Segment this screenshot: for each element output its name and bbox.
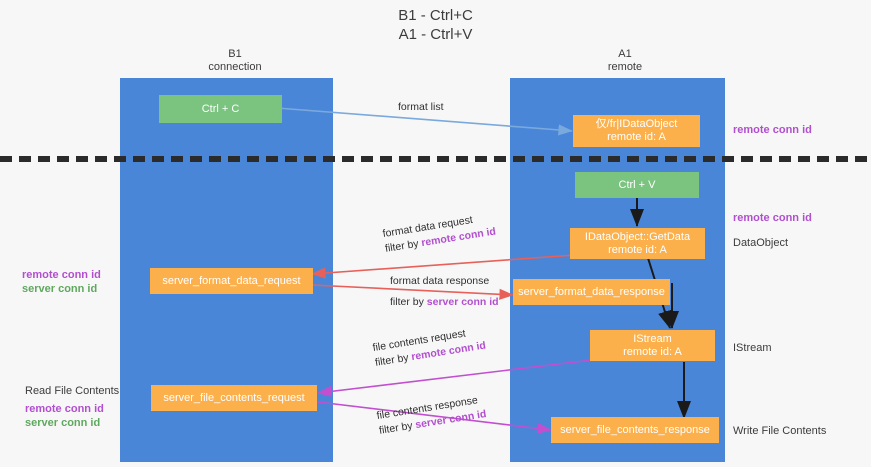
annotation-right-remote-conn-id-top: remote conn id [733, 124, 812, 136]
phase-divider [0, 156, 871, 162]
node-server-format-data-request[interactable]: server_format_data_request [150, 268, 313, 294]
edge-label-file-contents-request: file contents request filter by remote c… [372, 324, 487, 371]
node-ole-idataobject[interactable]: 仅/fr|IDataObject remote id: A [573, 115, 700, 147]
edge-label-format-data-response-title: format data response [390, 275, 490, 287]
node-server-format-data-response[interactable]: server_format_data_response [513, 279, 670, 305]
remote-conn-id-label: remote conn id [25, 403, 104, 415]
annotation-left-conn-ids-bottom: remote conn id server conn id [25, 402, 104, 430]
column-header-a1: A1 remote [607, 48, 643, 73]
annotation-left-read-file-contents: Read File Contents [25, 385, 120, 397]
remote-conn-id-label: remote conn id [22, 269, 101, 281]
node-ctrl-v[interactable]: Ctrl + V [575, 172, 699, 198]
edge-label-format-data-response: format data response filter by server co… [390, 274, 499, 310]
annotation-right-istream: IStream [733, 342, 772, 354]
edge-label-format-list: format list [398, 101, 444, 113]
filter-prefix: filter by [390, 296, 427, 308]
annotation-left-conn-ids-mid: remote conn id server conn id [22, 268, 101, 296]
node-server-file-contents-response[interactable]: server_file_contents_response [551, 417, 719, 443]
annotation-right-dataobject: DataObject [733, 237, 789, 249]
node-server-file-contents-request[interactable]: server_file_contents_request [151, 385, 317, 411]
annotation-right-remote-conn-id-mid: remote conn id [733, 212, 812, 224]
filter-key: server conn id [426, 296, 499, 308]
node-ctrl-c[interactable]: Ctrl + C [159, 95, 282, 123]
edge-label-file-contents-response: file contents response filter by server … [376, 392, 488, 439]
server-conn-id-label: server conn id [25, 417, 101, 429]
node-istream[interactable]: IStream remote id: A [590, 330, 715, 361]
annotation-right-write-file-contents: Write File Contents [733, 425, 827, 437]
edge-label-format-data-response-filter: filter by server conn id [390, 295, 499, 310]
server-conn-id-label: server conn id [22, 283, 98, 295]
edge-label-format-data-request: format data request filter by remote con… [382, 210, 497, 257]
diagram-title: B1 - Ctrl+C A1 - Ctrl+V [398, 7, 473, 43]
node-idataobject-getdata[interactable]: IDataObject::GetData remote id: A [570, 228, 705, 259]
column-header-b1: B1 connection [208, 48, 262, 73]
